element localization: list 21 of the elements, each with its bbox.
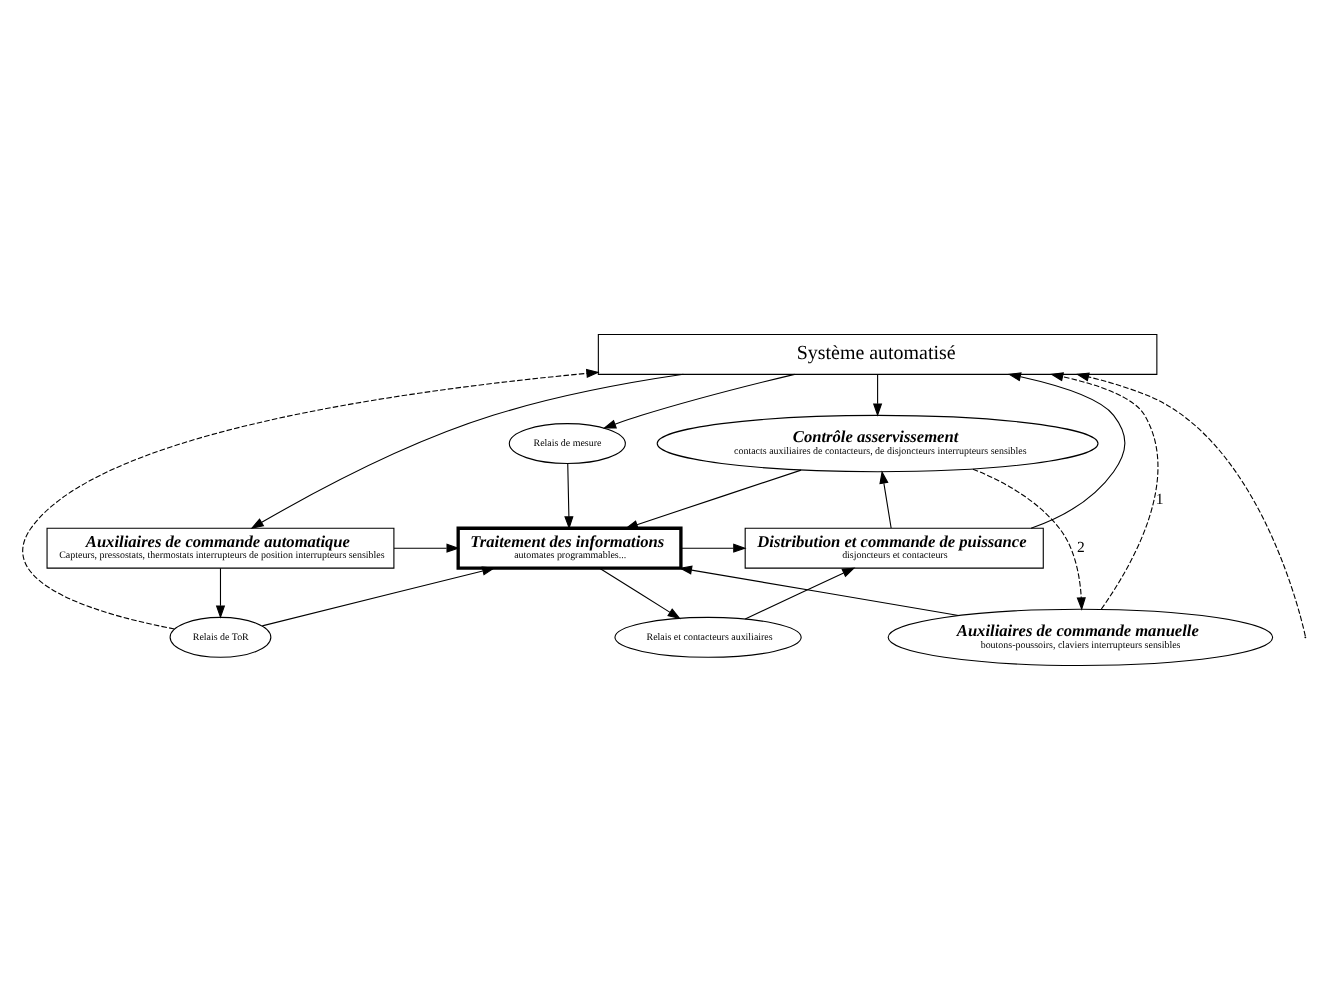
- edge-label: 2: [1077, 537, 1085, 556]
- arrow: [624, 468, 802, 528]
- node-box: Système automatisé: [597, 332, 1158, 374]
- arrow: [744, 566, 856, 619]
- arrow: [393, 542, 460, 552]
- arrow: [1050, 371, 1159, 609]
- arrow: [972, 467, 1086, 610]
- edge-label: 1: [1155, 489, 1164, 508]
- arrow: [1007, 371, 1126, 528]
- arrow: [678, 564, 960, 616]
- arrow: [680, 542, 747, 552]
- arrow: [250, 372, 684, 528]
- arrow: [1075, 371, 1306, 636]
- arrow: [602, 372, 796, 428]
- arrow: [564, 462, 574, 529]
- arrow: [599, 566, 681, 619]
- arrow: [879, 469, 892, 528]
- arrow: [22, 367, 600, 629]
- arrow: [261, 565, 496, 626]
- arrow: [215, 566, 226, 618]
- arrow: [872, 372, 883, 416]
